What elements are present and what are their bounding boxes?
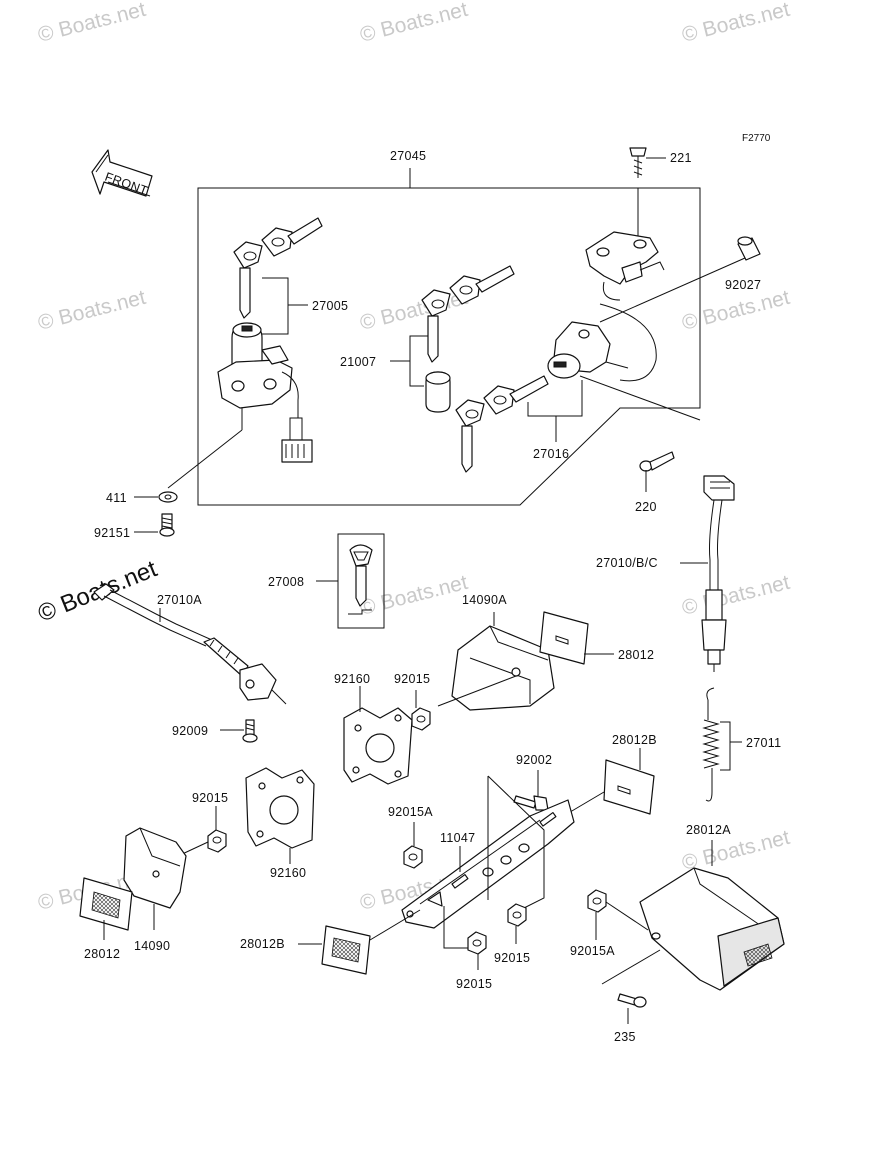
nut-92015a-right: 92015A xyxy=(570,889,661,985)
ignition-kit-outline: 27045 xyxy=(197,149,701,506)
bolt-92002: 92002 xyxy=(513,753,552,811)
part-label-14090a: 14090A xyxy=(462,593,507,607)
pad-28012-bot: 28012 xyxy=(79,877,133,961)
part-label-27008: 27008 xyxy=(268,575,304,589)
spring-27011: 27011 xyxy=(702,687,781,802)
part-label-92009: 92009 xyxy=(172,724,208,738)
watermark-text: © Boats.net xyxy=(680,286,792,335)
screw-92151: 92151 xyxy=(94,513,175,540)
bolt-220: 220 xyxy=(635,451,675,514)
pad-28012-top: 28012 xyxy=(539,611,654,665)
part-label-27005: 27005 xyxy=(312,299,348,313)
part-label-28012-bot: 28012 xyxy=(84,947,120,961)
bracket-11047: 11047 xyxy=(401,775,575,949)
switch-27010bc: 27010/B/C xyxy=(596,475,735,672)
part-label-92015-bot2: 92015 xyxy=(494,951,530,965)
bracket-14090: 14090 xyxy=(123,827,187,953)
watermark-text: © Boats.net xyxy=(358,0,470,47)
ignition-switch-body xyxy=(217,322,313,463)
part-label-92015a-right: 92015A xyxy=(570,944,615,958)
pad-28012b-top: 28012B xyxy=(559,733,657,819)
light-28012a: 28012A xyxy=(639,823,785,991)
bracket-27005 xyxy=(262,277,289,335)
keys-27016 xyxy=(455,375,549,473)
nut-92015-top: 92015 xyxy=(394,672,431,731)
part-label-92160-top: 92160 xyxy=(334,672,370,686)
part-label-28012a: 28012A xyxy=(686,823,731,837)
screw-221: 221 xyxy=(629,147,692,240)
part-label-221: 221 xyxy=(670,151,692,165)
part-label-21007: 21007 xyxy=(340,355,376,369)
nut-92015a-mid: 92015A xyxy=(388,805,433,869)
part-label-92015a-mid: 92015A xyxy=(388,805,433,819)
seat-lock-bracket xyxy=(585,231,665,301)
part-label-27010a: 27010A xyxy=(157,593,202,607)
plate-92160-bot: 92160 xyxy=(245,767,315,880)
figure-code: F2770 xyxy=(742,133,771,144)
bracket-14090a: 14090A xyxy=(437,593,555,711)
plate-92160-top: 92160 xyxy=(334,672,413,785)
screw-92009: 92009 xyxy=(172,719,258,743)
keys-21007 xyxy=(421,265,515,413)
switch-27010a: 27010A xyxy=(93,583,287,705)
screw-235: 235 xyxy=(614,993,647,1044)
front-arrow-icon: FRONT xyxy=(91,149,153,198)
part-label-92160-bot: 92160 xyxy=(270,866,306,880)
part-label-28012b-bot: 28012B xyxy=(240,937,285,951)
part-label-28012b-top: 28012B xyxy=(612,733,657,747)
part-label-411: 411 xyxy=(106,491,127,505)
part-label-235: 235 xyxy=(614,1030,636,1044)
part-label-14090: 14090 xyxy=(134,939,170,953)
pad-28012b-bot: 28012B xyxy=(240,909,421,975)
seat-lock-cable xyxy=(599,303,657,382)
part-label-27045: 27045 xyxy=(390,149,426,163)
part-label-28012-top: 28012 xyxy=(618,648,654,662)
nut-92015-left: 92015 xyxy=(177,791,228,857)
part-label-92027: 92027 xyxy=(725,278,761,292)
nut-92015-bot1: 92015 xyxy=(456,931,492,991)
part-label-220: 220 xyxy=(635,500,657,514)
bracket-21007 xyxy=(409,335,428,387)
nut-92015-bot2: 92015 xyxy=(494,903,530,965)
watermark-text: © Boats.net xyxy=(680,571,792,620)
part-label-27016: 27016 xyxy=(533,447,569,461)
part-label-92015-left: 92015 xyxy=(192,791,228,805)
watermark-text: © Boats.net xyxy=(36,286,148,335)
part-label-27010bc: 27010/B/C xyxy=(596,556,658,570)
part-label-11047: 11047 xyxy=(440,831,475,845)
seat-lock-cylinder xyxy=(547,321,701,421)
washer-411: 411 xyxy=(106,491,178,505)
watermark-text: © Boats.net xyxy=(358,571,470,620)
watermark-layer: © Boats.net © Boats.net © Boats.net © Bo… xyxy=(34,0,792,915)
bracket-27016 xyxy=(527,380,583,417)
watermark-text: © Boats.net xyxy=(680,0,792,47)
key-blank-27008: 27008 xyxy=(268,533,385,629)
cap-92027: 92027 xyxy=(599,236,761,323)
part-label-92015-bot1: 92015 xyxy=(456,977,492,991)
part-label-92002: 92002 xyxy=(516,753,552,767)
ignition-keys-27005 xyxy=(233,217,323,319)
part-label-92015-top: 92015 xyxy=(394,672,430,686)
watermark-text: © Boats.net xyxy=(36,0,148,47)
part-label-92151: 92151 xyxy=(94,526,130,540)
part-label-27011: 27011 xyxy=(746,736,781,750)
